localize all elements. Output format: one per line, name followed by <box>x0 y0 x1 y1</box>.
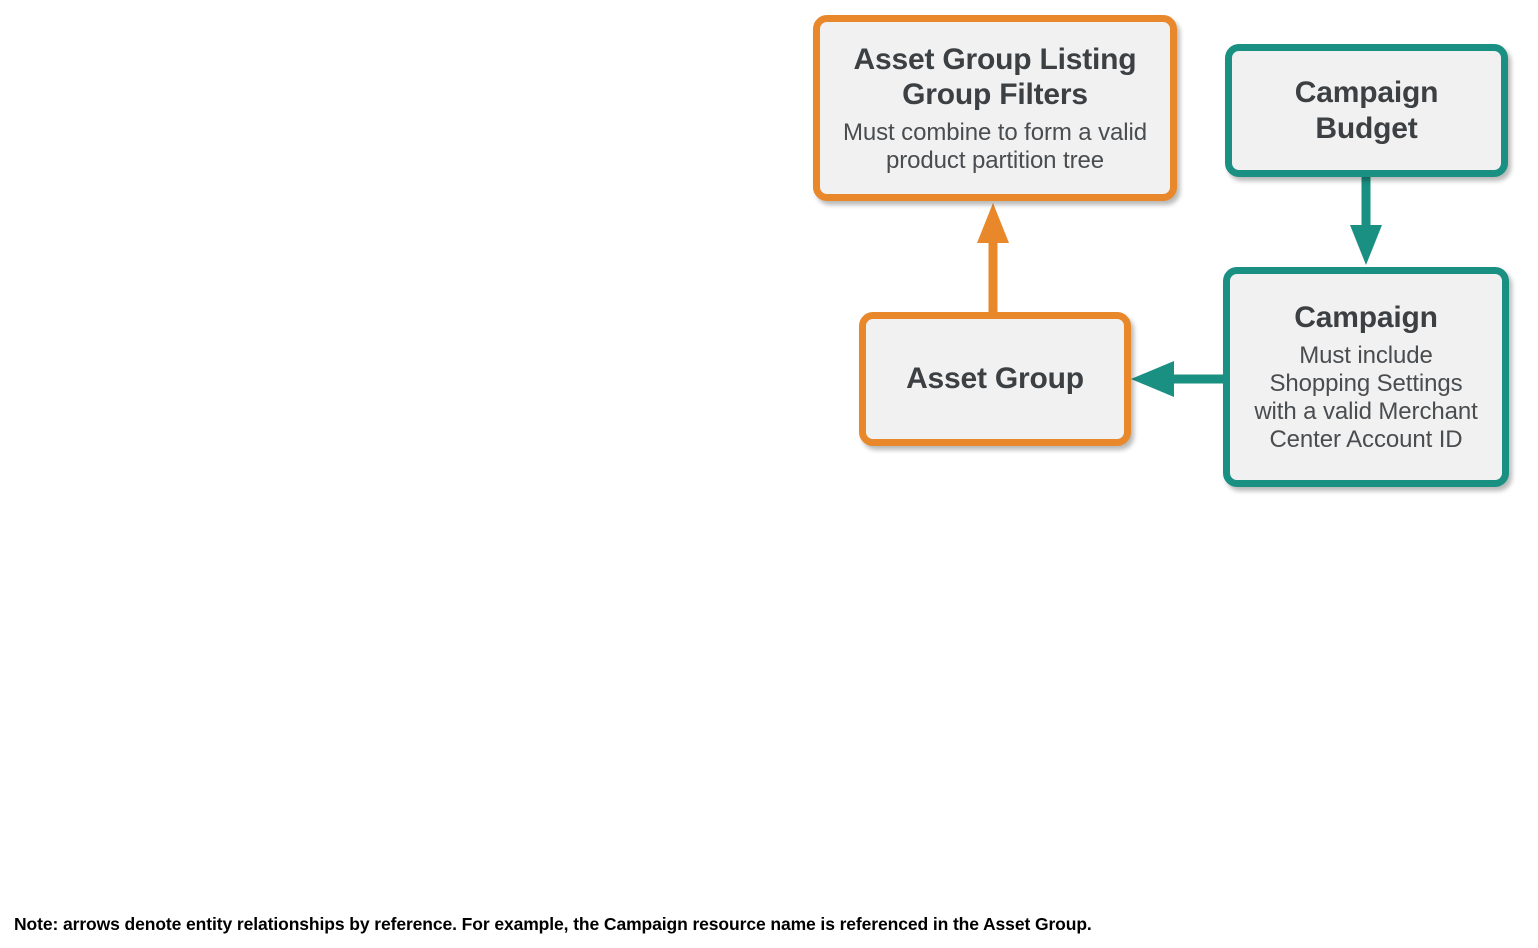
node-description-campaign: Must include Shopping Settings with a va… <box>1254 342 1477 453</box>
node-title-line-1: Campaign <box>1294 76 1439 110</box>
node-asset-group[interactable]: Asset Group <box>859 312 1131 446</box>
node-asset-group-listing-group-filters[interactable]: Asset Group Listing Group Filters Must c… <box>813 15 1177 201</box>
node-title-asset-group-listing-group-filters: Asset Group Listing Group Filters <box>854 42 1137 112</box>
edge-campaign-to-asset-group <box>1131 361 1225 397</box>
node-description-asset-group-listing-group-filters: Must combine to form a valid product par… <box>843 119 1147 175</box>
node-desc-line-4: Center Account ID <box>1269 425 1463 453</box>
diagram-note: Note: arrows denote entity relationships… <box>14 914 1092 934</box>
node-title-asset-group: Asset Group <box>906 362 1084 396</box>
arrowhead-left-teal <box>1131 361 1174 397</box>
node-campaign-budget[interactable]: Campaign Budget <box>1225 44 1508 177</box>
arrowhead-down-teal <box>1350 225 1382 265</box>
edge-campaign-budget-to-campaign <box>1350 174 1382 265</box>
node-title-line-2: Group Filters <box>902 77 1088 111</box>
node-title-campaign: Campaign <box>1294 301 1438 335</box>
node-title-line-2: Budget <box>1315 111 1418 145</box>
node-title-line-1: Asset Group Listing <box>853 42 1137 76</box>
node-campaign[interactable]: Campaign Must include Shopping Settings … <box>1223 267 1509 487</box>
arrowhead-up-orange <box>977 203 1009 243</box>
edge-asset-group-to-listing-group-filters <box>977 203 1009 316</box>
node-desc-line-3: with a valid Merchant <box>1254 398 1478 426</box>
node-desc-line-1: Must combine to form a valid <box>843 118 1147 146</box>
node-desc-line-1: Must include <box>1299 342 1433 370</box>
node-desc-line-2: Shopping Settings <box>1269 370 1463 398</box>
node-title-campaign-budget: Campaign Budget <box>1294 75 1439 145</box>
node-desc-line-2: product partition tree <box>886 146 1104 174</box>
